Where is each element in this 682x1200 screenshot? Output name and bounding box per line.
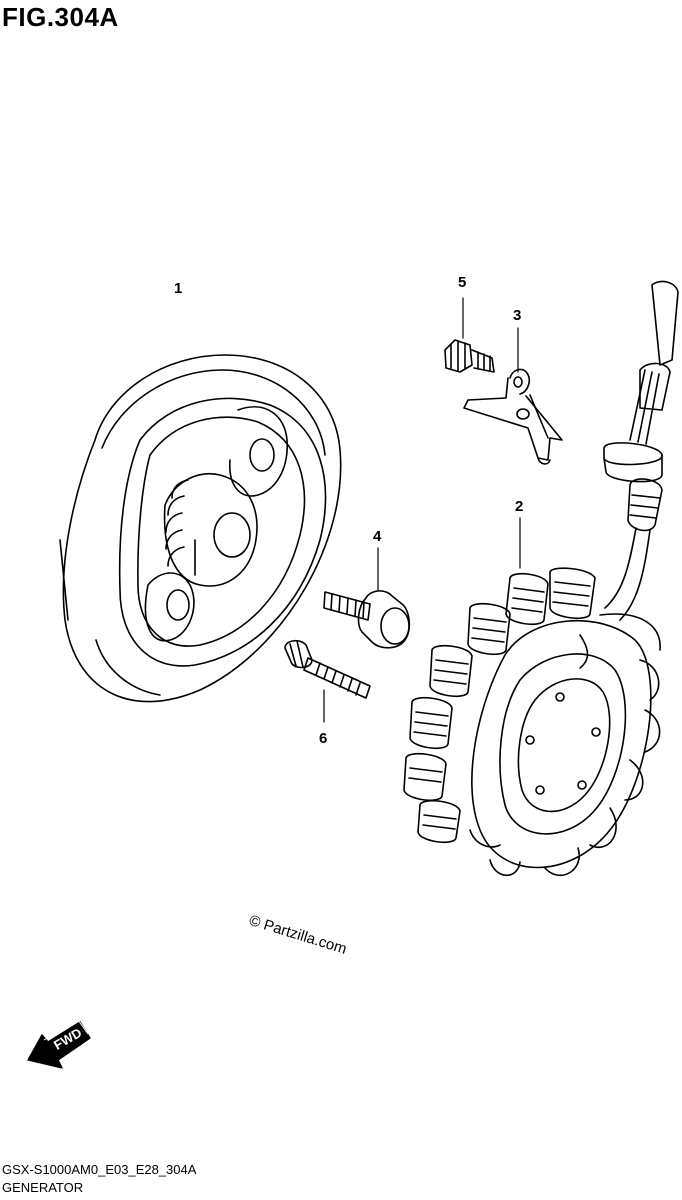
bracket-3 xyxy=(463,368,563,465)
callout-part-6: 6 xyxy=(319,730,328,747)
callout-part-5: 5 xyxy=(458,274,467,291)
callout-part-2: 2 xyxy=(515,498,524,515)
figure-code: GSX-S1000AM0_E03_E28_304A xyxy=(2,1162,197,1177)
callout-part-3: 3 xyxy=(513,307,522,324)
rotor xyxy=(59,354,342,703)
figure-name: GENERATOR xyxy=(2,1180,84,1195)
callout-part-4: 4 xyxy=(373,528,382,545)
figure-title: FIG.304A xyxy=(2,2,119,32)
stator-2 xyxy=(403,280,679,877)
leader-lines xyxy=(323,297,521,723)
bolt-6 xyxy=(284,639,371,699)
bolt-4 xyxy=(323,590,411,649)
callout-part-1: 1 xyxy=(174,280,183,297)
fwd-arrow-icon xyxy=(27,1019,91,1069)
screw-5 xyxy=(444,339,495,373)
